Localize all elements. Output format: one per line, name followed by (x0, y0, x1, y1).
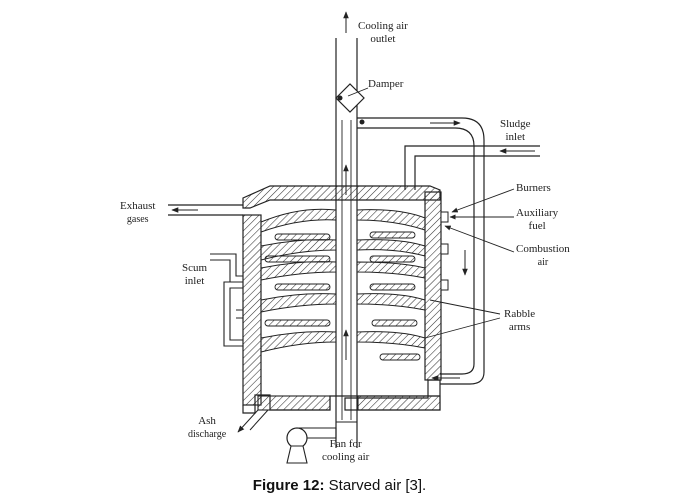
scum-inlet-pipe (210, 253, 243, 347)
exhaust-duct (168, 204, 243, 216)
label-auxiliary-fuel: Auxiliary fuel (516, 207, 558, 233)
label-text: Burners (516, 182, 551, 194)
label-text: Damper (368, 78, 404, 90)
label-text: Cooling air (358, 20, 408, 32)
label-text: Sludge (500, 118, 531, 130)
sludge-inlet-pipe (404, 145, 540, 190)
central-shaft (335, 11, 358, 448)
label-damper: Damper (368, 78, 403, 91)
label-ash-discharge: Ash discharge (188, 415, 226, 441)
label-fan-cooling-air: Fan for cooling air (322, 438, 369, 464)
figure-caption: Figure 12: Starved air [3]. (0, 477, 679, 494)
cooling-return-duct (357, 117, 485, 385)
label-text: air (537, 257, 549, 268)
label-sludge-inlet: Sludge inlet (500, 118, 531, 144)
label-text: Ash (198, 415, 216, 427)
label-text: arms (508, 321, 531, 333)
label-cooling-air-outlet: Cooling air outlet (358, 20, 408, 46)
furnace-shell (242, 185, 442, 414)
label-text: Scum (182, 262, 208, 274)
label-text: inlet (184, 275, 205, 287)
label-text: inlet (505, 131, 526, 143)
label-text: gases (126, 214, 149, 225)
label-text: cooling air (322, 451, 370, 463)
label-text: Auxiliary (516, 207, 559, 219)
burners (440, 211, 449, 291)
ash-discharge (237, 409, 269, 433)
label-text: Fan for (329, 438, 362, 450)
label-text: Exhaust (120, 200, 156, 212)
caption-prefix: Figure 12: (252, 477, 325, 494)
hearths (260, 208, 426, 361)
label-text: discharge (188, 429, 227, 440)
label-rabble-arms: Rabble arms (504, 308, 535, 334)
label-scum-inlet: Scum inlet (182, 262, 207, 288)
label-text: Rabble (504, 308, 536, 320)
label-exhaust-gases: Exhaust gases (120, 200, 155, 226)
label-text: outlet (370, 33, 396, 45)
leader-lines (347, 87, 515, 339)
damper (335, 83, 365, 125)
fan (286, 421, 357, 464)
caption-text: Starved air [3]. (328, 477, 427, 494)
label-combustion-air: Combustion air (516, 243, 570, 269)
label-text: fuel (528, 220, 546, 232)
label-text: Combustion (516, 243, 570, 255)
label-burners: Burners (516, 182, 551, 195)
